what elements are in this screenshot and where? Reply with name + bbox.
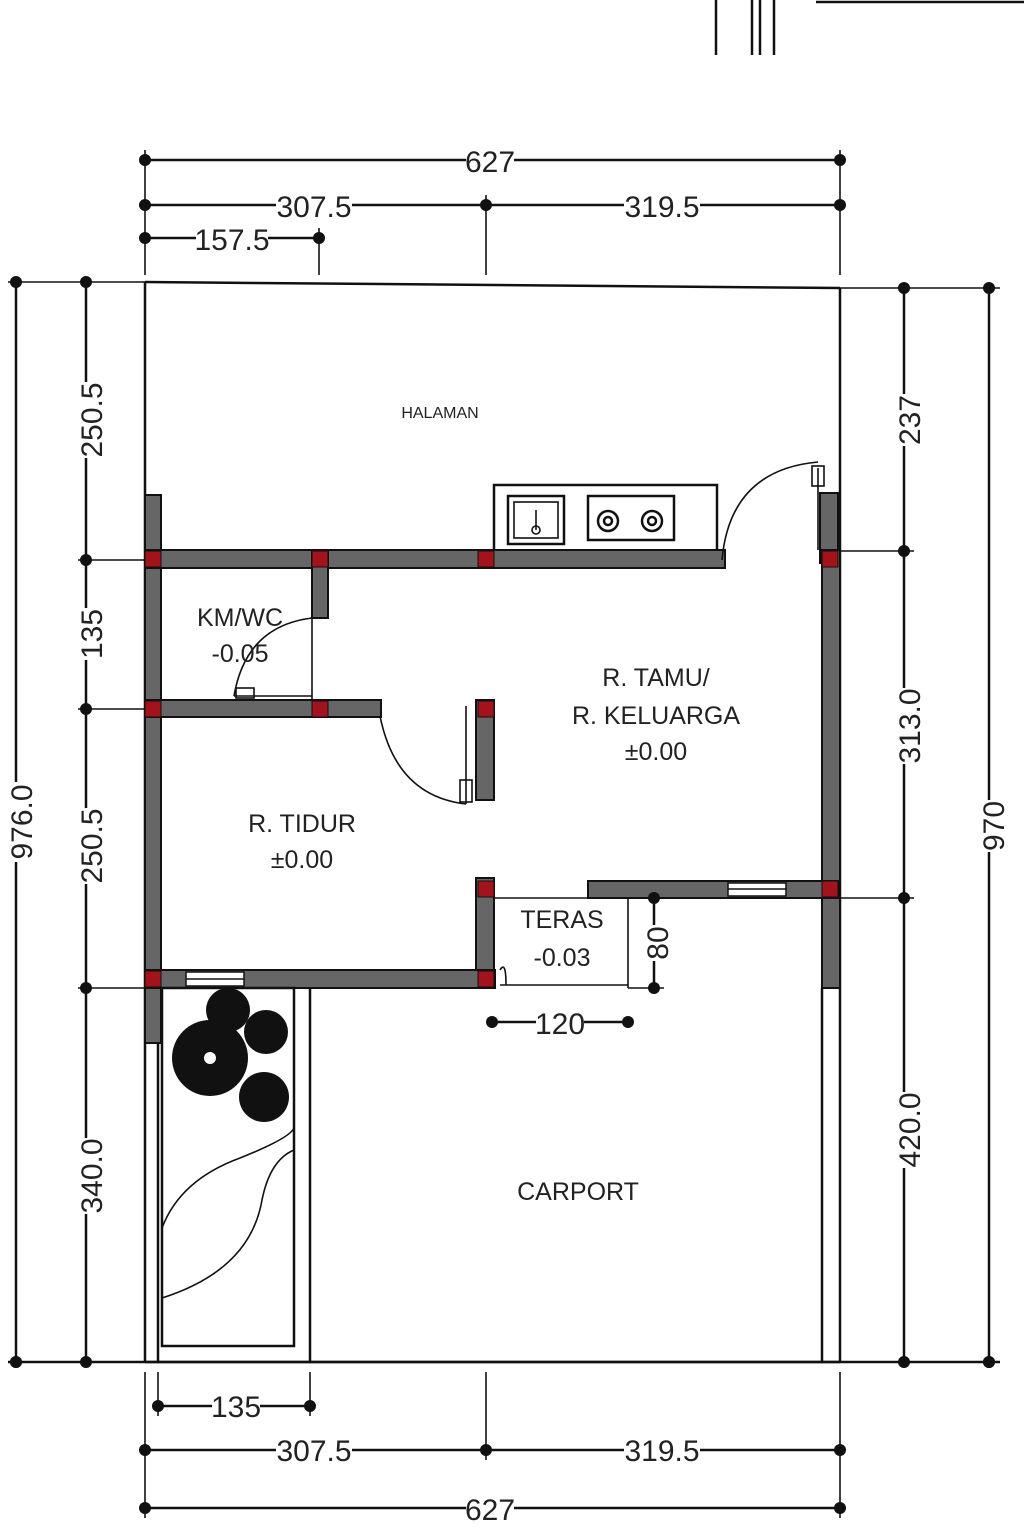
stove-icon <box>586 494 676 542</box>
dim-right-3: 420.0 <box>894 1092 927 1167</box>
room-labels: HALAMAN KM/WC -0.05 R. TAMU/ R. KELUARGA… <box>197 405 740 1206</box>
dim-top-right: 319.5 <box>624 191 699 224</box>
label-tamu-level: ±0.00 <box>625 738 687 766</box>
label-kmwc: KM/WC <box>197 604 283 632</box>
neighbor-drawing-fragment <box>714 0 1024 55</box>
label-tidur: R. TIDUR <box>248 810 356 838</box>
teras-outline <box>494 897 629 988</box>
dimension-lines <box>8 150 1000 1518</box>
dim-top-total: 627 <box>465 146 515 179</box>
dim-right-2: 313.0 <box>894 688 927 763</box>
dim-bottom-right: 319.5 <box>624 1435 699 1468</box>
label-tamu-2: R. KELUARGA <box>572 702 740 730</box>
label-tamu-1: R. TAMU/ <box>602 664 709 692</box>
dim-bottom-total: 627 <box>465 1494 515 1527</box>
dim-right-1: 237 <box>894 395 927 445</box>
door-bedroom <box>379 706 473 805</box>
windows <box>185 882 787 987</box>
dim-teras-depth: 80 <box>642 926 675 959</box>
label-halaman: HALAMAN <box>401 405 478 422</box>
door-teras <box>499 966 628 986</box>
label-carport: CARPORT <box>517 1178 639 1206</box>
dim-left-1: 250.5 <box>76 382 109 457</box>
sink-icon <box>506 494 566 546</box>
dim-top-left: 307.5 <box>276 191 351 224</box>
dim-bottom-left: 307.5 <box>276 1435 351 1468</box>
label-teras: TERAS <box>520 906 603 934</box>
dim-right-total: 970 <box>978 801 1011 851</box>
kitchen-counter <box>492 483 719 555</box>
door-main <box>721 461 825 561</box>
label-kmwc-level: -0.05 <box>212 640 269 668</box>
dim-left-total: 976.0 <box>6 784 39 859</box>
walls <box>144 492 841 1044</box>
dim-left-2: 135 <box>76 609 109 659</box>
dimension-labels: 627 307.5 319.5 157.5 976.0 250.5 135 25… <box>6 144 1011 1527</box>
doors <box>233 461 825 986</box>
label-teras-level: -0.03 <box>534 944 591 972</box>
door-kmwc <box>233 617 313 700</box>
plant-icon <box>172 988 289 1122</box>
label-tidur-level: ±0.00 <box>271 846 333 874</box>
dim-left-4: 340.0 <box>76 1138 109 1213</box>
dim-bottom-small: 135 <box>211 1391 261 1424</box>
dim-top-small: 157.5 <box>194 224 269 257</box>
garden-area <box>156 986 824 1362</box>
dim-teras-width: 120 <box>535 1008 585 1041</box>
columns <box>144 550 839 988</box>
dim-left-3: 250.5 <box>76 808 109 883</box>
